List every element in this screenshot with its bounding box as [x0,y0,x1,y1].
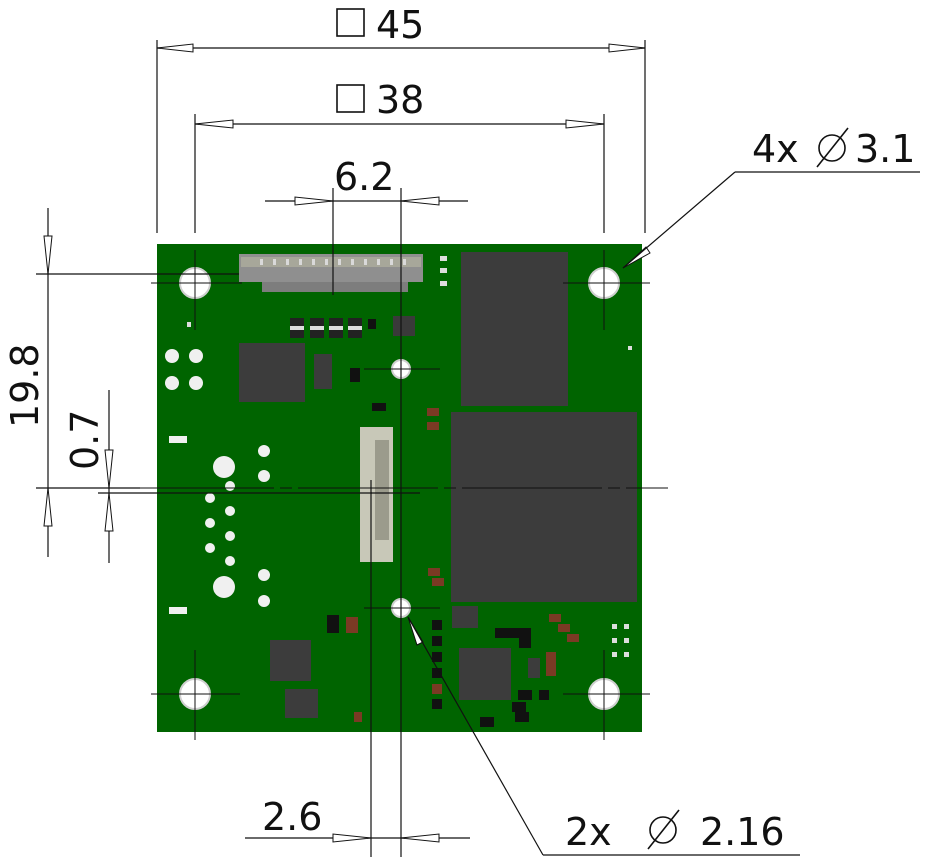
vertical-connector [360,427,393,562]
leader-lines [407,171,920,856]
passive-components [187,322,632,727]
ic-chip-upper-left [239,343,305,402]
callout-small-count: 2x [565,810,612,854]
svg-text:2.16: 2.16 [700,810,785,854]
dim-connector-width: 6.2 [334,155,394,199]
callout-mount-value: 3.1 [855,127,915,171]
dim-hole-square: 38 [376,78,424,122]
extension-lines [36,40,646,857]
ic-chip-small [314,354,332,389]
diameter-icon [816,127,849,168]
ic-chip-lower-left [270,640,311,681]
header-connector [239,254,423,292]
smd-pad [440,281,447,286]
smd-pad [440,256,447,261]
svg-text:2x: 2x [565,810,612,854]
callout-mount-holes: 4x 3.1 [752,127,915,171]
square-symbol-38 [336,84,365,113]
svg-text:4x: 4x [752,127,799,171]
smd-pad [440,268,447,273]
callout-mount-count: 4x [752,127,799,171]
ic-chip-tiny [452,606,478,628]
dim-height: 19.8 [3,343,47,428]
callout-small-value: 2.16 [700,810,785,854]
pads-left [165,349,270,614]
center-lines [134,250,668,740]
module-chip-large-top [461,252,568,406]
diode-row [290,316,415,338]
svg-text:3.1: 3.1 [855,127,915,171]
ic-chip-soic [285,689,318,718]
dim-offset-bottom: 2.6 [262,795,322,839]
diameter-icon [647,809,680,850]
square-symbol-45 [336,8,365,37]
ic-chip-qfn [459,648,511,700]
dim-offset-small: 0.7 [63,410,107,470]
dim-outer-square: 45 [376,3,424,47]
callout-small-holes: 2x 2.16 [565,809,785,854]
module-chip-large-bottom [451,412,637,602]
